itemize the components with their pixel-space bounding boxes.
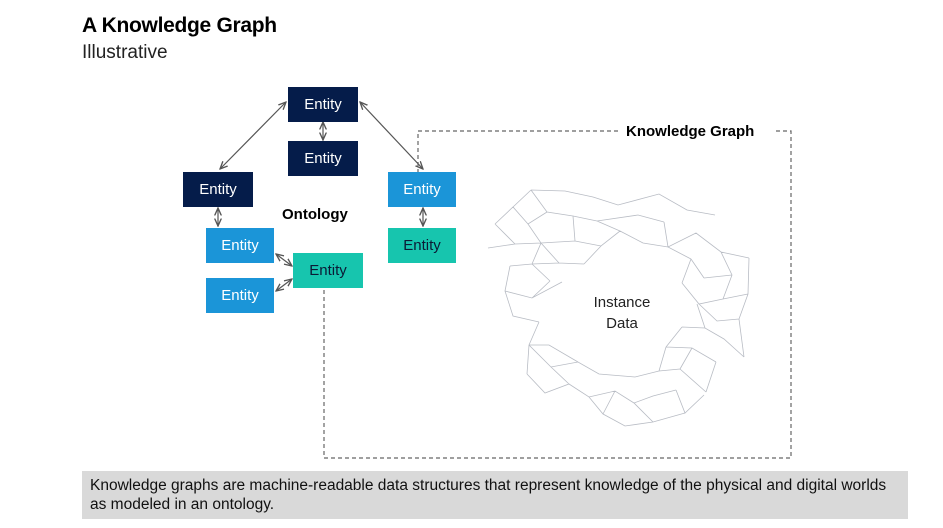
entity-box-second: Entity — [288, 141, 358, 176]
entity-box-right-teal: Entity — [388, 228, 456, 263]
page-title: A Knowledge Graph — [82, 14, 277, 37]
ontology-label: Ontology — [282, 206, 348, 223]
entity-box-right-blue: Entity — [388, 172, 456, 207]
entity-box-left-blue-1: Entity — [206, 228, 274, 263]
instance-data-label: Instance Data — [584, 292, 660, 334]
page-subtitle: Illustrative — [82, 42, 168, 63]
instance-label-line2: Data — [606, 315, 638, 332]
entity-box-left-blue-2: Entity — [206, 278, 274, 313]
instance-label-line1: Instance — [593, 294, 651, 311]
entity-box-center-teal: Entity — [293, 253, 363, 288]
instance-graph-edges — [487, 189, 750, 427]
knowledge-graph-label: Knowledge Graph — [622, 123, 759, 140]
entity-box-left: Entity — [183, 172, 253, 207]
arrow-blue1-to-teal — [276, 254, 292, 266]
arrow-top-to-left — [220, 102, 286, 169]
arrow-top-to-right — [360, 102, 423, 169]
entity-box-top: Entity — [288, 87, 358, 122]
arrow-blue2-to-teal — [276, 279, 292, 291]
caption-box: Knowledge graphs are machine-readable da… — [82, 471, 908, 519]
